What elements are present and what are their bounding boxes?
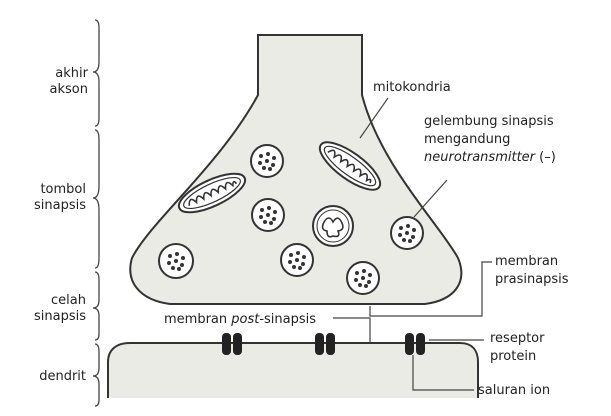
label-reseptor: reseptor xyxy=(490,331,545,346)
label-gelembung-3: neurotransmitter (–) xyxy=(424,150,556,165)
brace-akhir-akson xyxy=(92,19,100,127)
label-membran-post: membran post-sinapsis xyxy=(164,312,316,327)
label-gelembung-2: mengandung xyxy=(424,132,510,147)
vesicle xyxy=(158,243,194,279)
label-neurotransmitter-suffix: (–) xyxy=(535,150,556,165)
leader-gelembung xyxy=(413,179,448,218)
label-membran-post-prefix: membran xyxy=(164,312,231,327)
dendrite xyxy=(107,342,479,398)
leader-membran-prasinapsis xyxy=(369,261,492,317)
label-sinapsis-celah: sinapsis xyxy=(34,309,86,324)
mitochondrion-right xyxy=(318,141,382,191)
leader-saluran-ion xyxy=(412,355,474,391)
label-membran-pra-2: prasinapsis xyxy=(495,272,569,287)
label-protein: protein xyxy=(490,349,536,364)
axon-terminal xyxy=(129,34,463,305)
vesicle xyxy=(250,144,284,178)
label-mitokondria: mitokondria xyxy=(373,80,451,95)
brace-celah-sinapsis xyxy=(92,271,100,341)
leader-membran-post xyxy=(333,317,371,342)
label-akson: akson xyxy=(50,82,88,97)
mitochondrion-left xyxy=(177,172,247,214)
vesicle xyxy=(251,198,285,232)
vesicle xyxy=(346,261,380,295)
label-membran-post-italic: post xyxy=(230,312,260,327)
label-sinapsis-tombol: sinapsis xyxy=(34,198,86,213)
label-dendrit: dendrit xyxy=(39,369,86,384)
receptor-protein xyxy=(315,333,335,355)
label-membran-pra-1: membran xyxy=(495,254,558,269)
vesicle xyxy=(280,243,314,277)
brace-tombol-sinapsis xyxy=(92,129,100,269)
receptor-protein xyxy=(405,333,425,355)
label-akhir: akhir xyxy=(55,66,88,81)
leader-mitokondria xyxy=(359,97,389,139)
brace-dendrit xyxy=(92,343,100,407)
vesicle xyxy=(390,216,424,250)
label-gelembung-1: gelembung sinapsis xyxy=(424,114,554,129)
label-membran-post-suffix: -sinapsis xyxy=(259,312,316,327)
receptor-protein xyxy=(222,333,242,355)
label-neurotransmitter: neurotransmitter xyxy=(424,150,537,165)
label-celah: celah xyxy=(51,293,86,308)
label-saluran-ion: saluran ion xyxy=(478,383,550,398)
label-tombol: tombol xyxy=(40,182,86,197)
mitochondrion-cross-section xyxy=(312,205,354,247)
